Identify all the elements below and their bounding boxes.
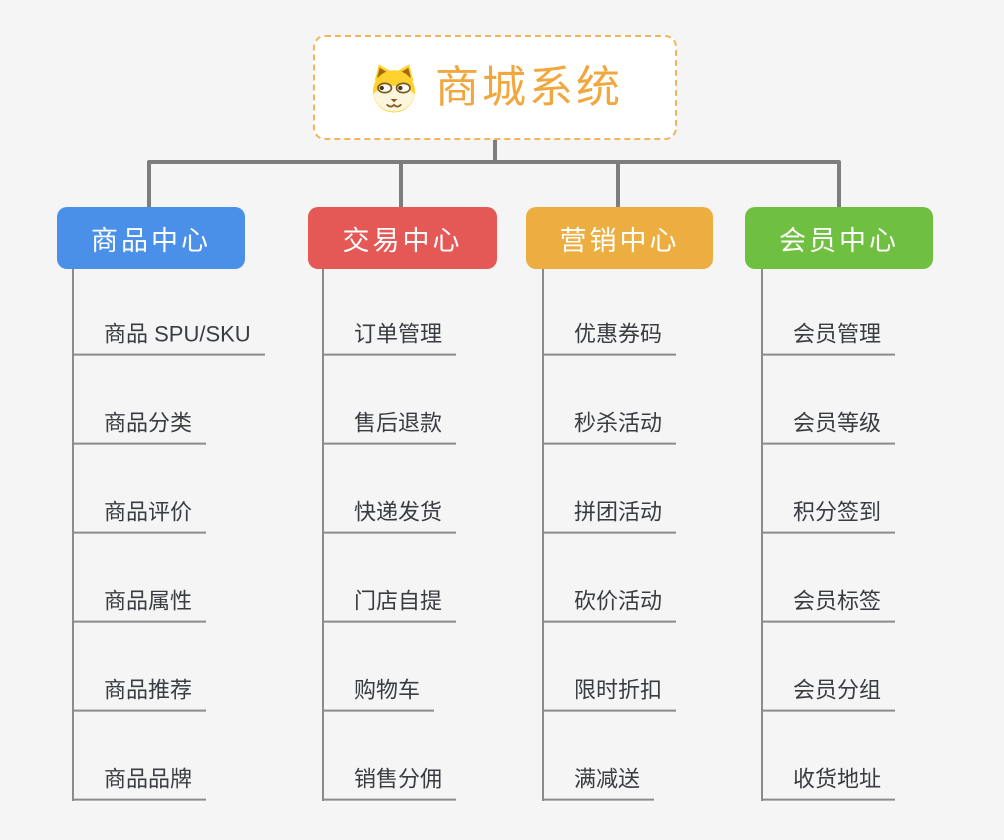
leaf-node[interactable]: 销售分佣: [322, 767, 457, 801]
leaf-node[interactable]: 商品 SPU/SKU: [72, 322, 265, 356]
leaf-node[interactable]: 会员等级: [761, 411, 896, 445]
leaf-node[interactable]: 购物车: [322, 678, 435, 712]
dog-face-icon: [367, 61, 421, 115]
leaf-node[interactable]: 售后退款: [322, 411, 457, 445]
leaf-node[interactable]: 商品评价: [72, 500, 207, 534]
branch-header-marketing-center[interactable]: 营销中心: [526, 207, 713, 269]
leaf-node[interactable]: 会员标签: [761, 589, 896, 623]
column-line-marketing: [542, 269, 544, 801]
leaf-node[interactable]: 门店自提: [322, 589, 457, 623]
leaf-node[interactable]: 会员管理: [761, 322, 896, 356]
leaf-node[interactable]: 满减送: [542, 767, 655, 801]
root-node[interactable]: 商城系统: [313, 35, 677, 140]
leaf-node[interactable]: 商品属性: [72, 589, 207, 623]
column-line-product: [72, 269, 74, 801]
root-label: 商城系统: [435, 62, 623, 112]
leaf-node[interactable]: 拼团活动: [542, 500, 677, 534]
column-line-trade: [322, 269, 324, 801]
bus-line: [147, 160, 841, 209]
leaf-node[interactable]: 秒杀活动: [542, 411, 677, 445]
leaf-node[interactable]: 订单管理: [322, 322, 457, 356]
leaf-node[interactable]: 积分签到: [761, 500, 896, 534]
leaf-node[interactable]: 商品品牌: [72, 767, 207, 801]
leaf-node[interactable]: 快递发货: [322, 500, 457, 534]
leaf-node[interactable]: 砍价活动: [542, 589, 677, 623]
leaf-node[interactable]: 收货地址: [761, 767, 896, 801]
leaf-node[interactable]: 会员分组: [761, 678, 896, 712]
leaf-node[interactable]: 商品分类: [72, 411, 207, 445]
branch-header-member-center[interactable]: 会员中心: [745, 207, 933, 269]
branch-header-product-center[interactable]: 商品中心: [57, 207, 245, 269]
column-line-member: [761, 269, 763, 801]
leaf-node[interactable]: 优惠券码: [542, 322, 677, 356]
leaf-node[interactable]: 限时折扣: [542, 678, 677, 712]
leaf-node[interactable]: 商品推荐: [72, 678, 207, 712]
branch-header-trade-center[interactable]: 交易中心: [308, 207, 497, 269]
